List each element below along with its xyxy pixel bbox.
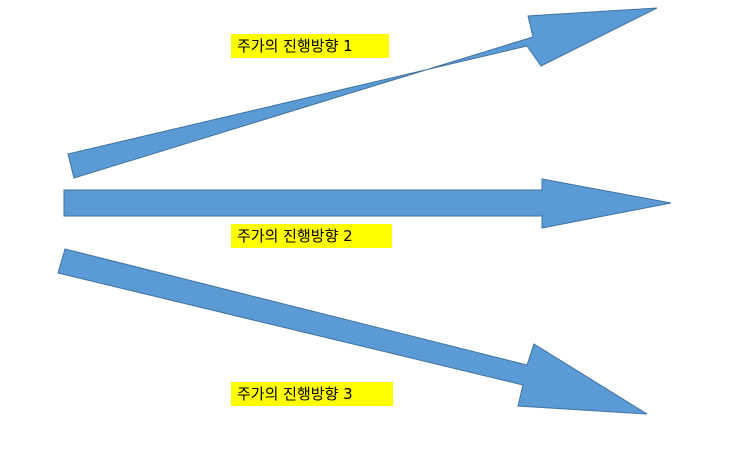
- direction-label-1: 주가의 진행방향 1: [231, 34, 389, 58]
- direction-label-2: 주가의 진행방향 2: [231, 224, 392, 248]
- upward-arrow: [67, 7, 658, 179]
- downward-arrow: [57, 248, 648, 415]
- direction-label-3: 주가의 진행방향 3: [231, 382, 393, 406]
- horizontal-arrow: [63, 178, 672, 229]
